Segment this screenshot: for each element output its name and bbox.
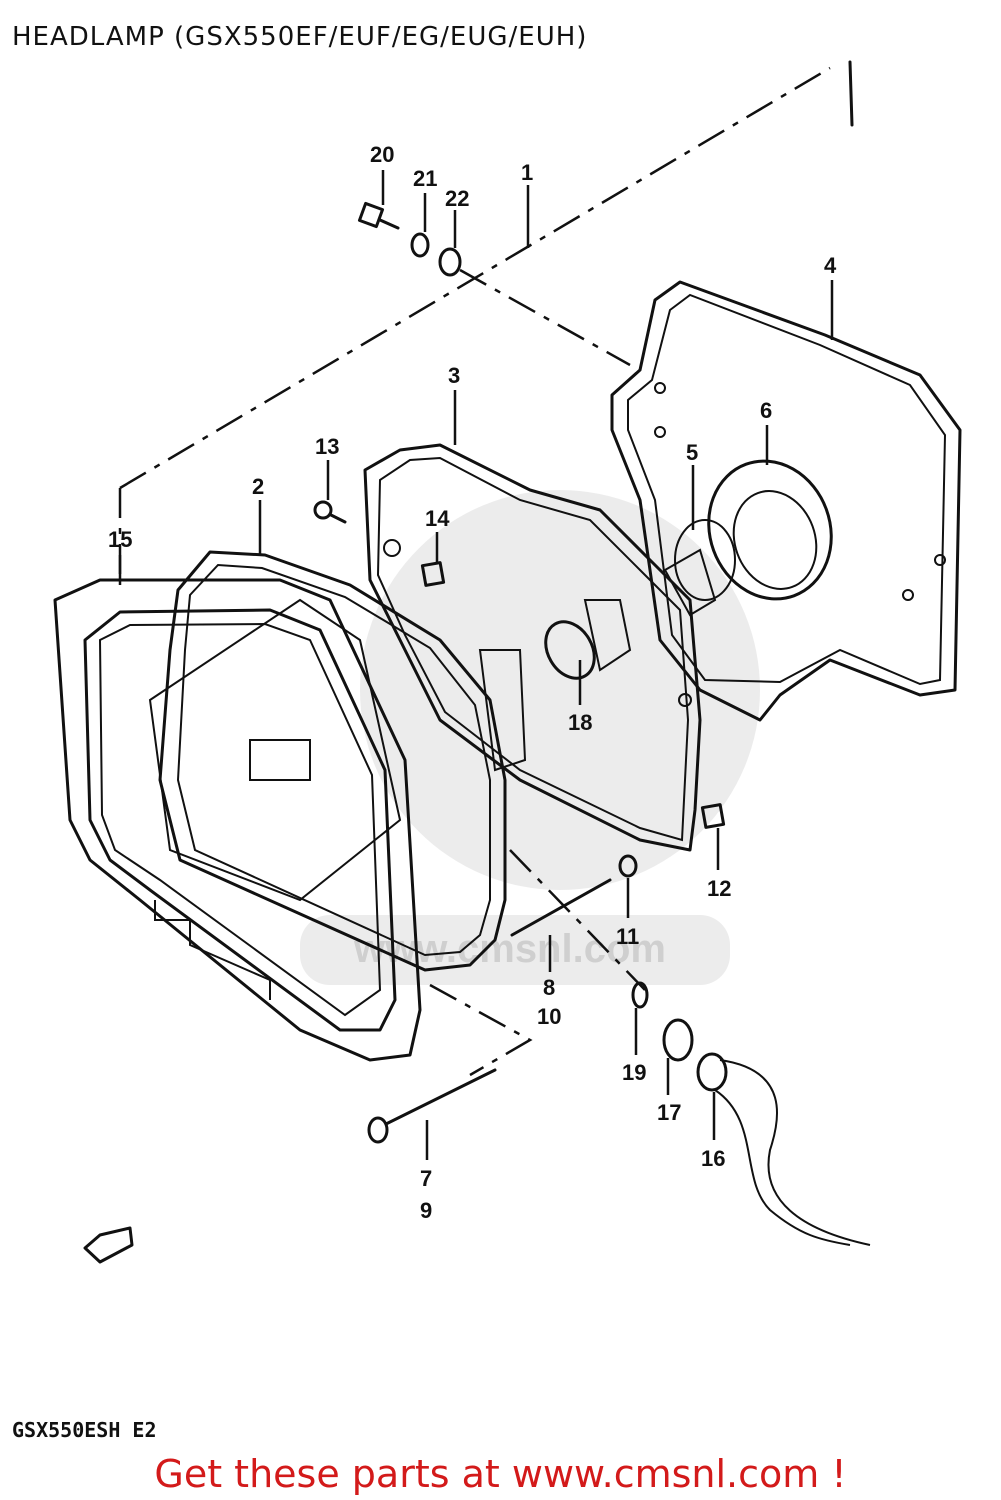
bulb-socket-cover [663, 459, 833, 617]
part-label-12: 12 [707, 876, 731, 901]
headlamp-case [610, 280, 962, 722]
part-label-7: 7 [420, 1166, 432, 1191]
model-code: GSX550ESH E2 [12, 1418, 157, 1442]
watermark-text: www.cmsnl.com [353, 927, 666, 971]
part-label-18: 18 [568, 710, 592, 735]
front-arrow-icon [83, 1226, 134, 1264]
part-label-11: 11 [616, 924, 639, 949]
guide-line-bolt [429, 983, 533, 1077]
part-label-13: 13 [315, 434, 339, 459]
position-lamp-16 [696, 1052, 871, 1246]
bolt-7 [367, 1068, 497, 1144]
part-label-6: 6 [760, 398, 772, 423]
part-label-9: 9 [420, 1198, 432, 1223]
assembly-line-tick [848, 60, 854, 127]
part-label-3: 3 [448, 363, 460, 388]
nut-14 [420, 561, 446, 587]
part-label-4: 4 [824, 253, 837, 278]
part-label-17: 17 [657, 1100, 681, 1125]
headlamp-rim [53, 578, 422, 1062]
part-label-8: 8 [543, 975, 555, 1000]
part-label-5: 5 [686, 440, 698, 465]
guide-line-adjuster [509, 849, 646, 991]
washer-11 [618, 854, 638, 878]
part-label-15: 15 [108, 527, 132, 552]
washer-22 [438, 247, 462, 277]
part-label-21: 21 [413, 166, 437, 191]
part-label-16: 16 [701, 1146, 725, 1171]
screw-20 [357, 201, 400, 230]
headlamp-bulb [544, 599, 632, 680]
adjuster-screw-8 [510, 878, 612, 937]
part-label-22: 22 [445, 186, 469, 211]
page-title: HEADLAMP (GSX550EF/EUF/EG/EUG/EUH) [12, 22, 588, 52]
nut-12 [700, 803, 726, 829]
part-label-1: 1 [521, 160, 533, 185]
part-label-14: 14 [425, 506, 450, 531]
guide-line-screws [459, 268, 631, 367]
headlamp-unit [148, 550, 527, 972]
grommet-17 [662, 1018, 694, 1062]
part-label-19: 19 [622, 1060, 646, 1085]
headlamp-housing [363, 443, 702, 852]
part-label-20: 20 [370, 142, 394, 167]
part-label-2: 2 [252, 474, 264, 499]
part-19 [631, 981, 649, 1009]
screw-13 [313, 500, 347, 524]
washer-21 [410, 232, 430, 258]
part-label-10: 10 [537, 1004, 561, 1029]
cta-banner[interactable]: Get these parts at www.cmsnl.com ! [154, 1452, 847, 1496]
